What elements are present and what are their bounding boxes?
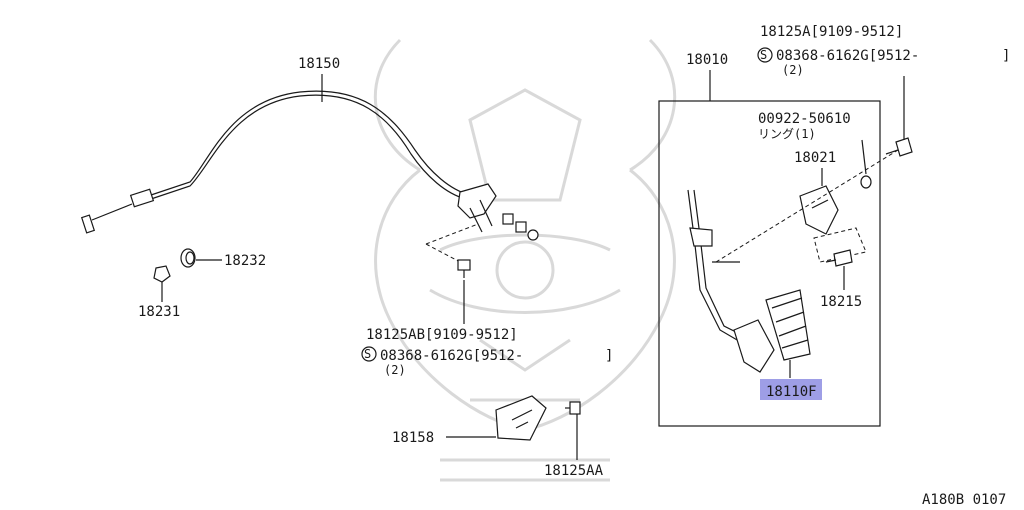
ring-part — [860, 175, 872, 189]
clip-label: 18231 — [138, 304, 180, 320]
pedal-arm — [687, 189, 775, 373]
stopper-part — [825, 249, 853, 267]
bolt-mid-label-b-close: ] — [605, 348, 613, 364]
pedal-assembly-box — [658, 100, 881, 427]
bolt-mid-qty: (2) — [384, 363, 406, 377]
bolt-bottom-label: 18125AA — [544, 463, 604, 479]
bolt-mid — [457, 259, 471, 278]
ring-part-number: 00922-50610 — [758, 111, 851, 127]
bolt-mid-label-a: 18125AB[9109-9512] — [366, 327, 518, 343]
stop-bracket-label: 18158 — [392, 430, 434, 446]
clip-part — [153, 265, 171, 283]
pedal-pad-highlight — [760, 379, 822, 400]
bolt-mid-s-symbol: S — [364, 347, 371, 361]
bolt-top — [885, 137, 913, 157]
diagram-code: A180B 0107 — [922, 492, 1006, 508]
bracket-label: 18021 — [794, 150, 836, 166]
pedal-pad-label: 18110F — [766, 384, 817, 400]
bolt-mid-label-b: 08368-6162G[9512- — [380, 348, 523, 364]
bolt-top-label-b: 08368-6162G[9512- — [776, 48, 919, 64]
grommet-label: 18232 — [224, 253, 266, 269]
bolt-top-qty: (2) — [782, 63, 804, 77]
ring-name: リング(1) — [758, 127, 816, 141]
stopper-label: 18215 — [820, 294, 862, 310]
bolt-top-label-a: 18125A[9109-9512] — [760, 24, 903, 40]
pedal-pad-part — [765, 289, 811, 361]
pedal-assembly-label: 18010 — [686, 52, 728, 68]
bolt-top-label-b-close: ] — [1002, 48, 1010, 64]
bolt-top-s-symbol: S — [760, 48, 767, 62]
cable-label: 18150 — [298, 56, 340, 72]
accelerator-cable — [80, 90, 539, 241]
stop-bracket-part — [495, 395, 547, 441]
bolt-bottom — [565, 401, 581, 415]
bracket-part — [799, 185, 839, 235]
grommet-part — [180, 248, 196, 268]
